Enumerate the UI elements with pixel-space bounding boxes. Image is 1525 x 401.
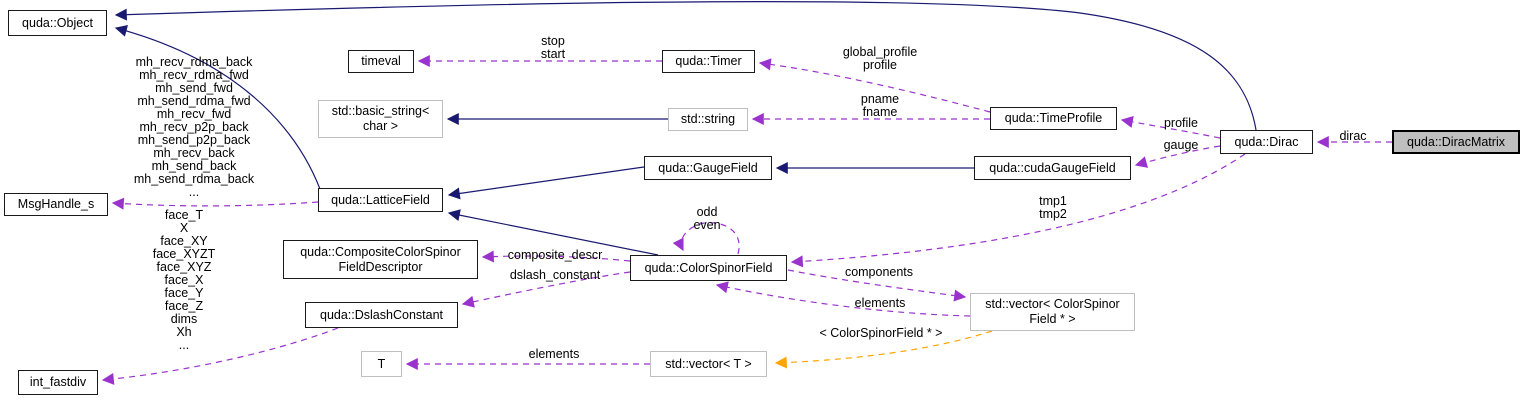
edge-label-elements-t: elements xyxy=(528,347,580,361)
edge-label-template-args: < ColorSpinorField * > xyxy=(819,326,943,340)
edge-label-dslash-constant: dslash_constant xyxy=(509,268,601,282)
edge-label-profile: profile xyxy=(1163,116,1199,130)
edge-dirac-to-timeprofile xyxy=(1120,116,1221,139)
edge-dslashconstant-to-intfastdiv xyxy=(101,327,339,385)
edge-inherit-gaugefield-to-latticefield xyxy=(447,166,645,200)
node-std-basic-string: std::basic_string< char > xyxy=(318,100,443,138)
edge-label-msghandle-members: mh_recv_rdma_back mh_recv_rdma_fwd mh_se… xyxy=(133,55,255,199)
edge-vectorcsf-to-vectort-template xyxy=(774,330,993,369)
node-quda-timer[interactable]: quda::Timer xyxy=(662,50,755,73)
node-quda-gaugefield[interactable]: quda::GaugeField xyxy=(644,156,772,180)
edge-label-composite-descr: composite_descr xyxy=(507,248,603,262)
node-std-vector-t: std::vector< T > xyxy=(650,351,767,377)
edge-label-odd-even: odd even xyxy=(693,205,721,232)
node-quda-compositecolorspinorfielddescriptor[interactable]: quda::CompositeColorSpinor FieldDescript… xyxy=(283,240,478,279)
edge-inherit-dirac-to-object xyxy=(114,0,1257,131)
node-std-vector-colorspinorfield: std::vector< ColorSpinor Field * > xyxy=(970,293,1135,331)
edge-colorspinorfield-to-vector-components xyxy=(787,269,967,302)
edge-label-dirac: dirac xyxy=(1339,129,1367,143)
edge-label-elements-vector: elements xyxy=(854,296,906,310)
edge-label-components: components xyxy=(844,265,914,279)
node-quda-diracmatrix: quda::DiracMatrix xyxy=(1392,130,1520,154)
node-int-fastdiv[interactable]: int_fastdiv xyxy=(18,370,98,395)
edge-label-tmp1-tmp2: tmp1 tmp2 xyxy=(1039,194,1067,221)
edge-inherit-colorspinorfield-to-latticefield xyxy=(447,209,659,256)
edge-dirac-to-cudagaugefield xyxy=(1134,145,1221,168)
edge-label-gauge: gauge xyxy=(1163,138,1199,152)
edge-inherit-latticefield-to-object xyxy=(114,25,321,190)
node-quda-timeprofile[interactable]: quda::TimeProfile xyxy=(990,107,1117,130)
node-t: T xyxy=(361,351,402,377)
node-quda-dslashconstant[interactable]: quda::DslashConstant xyxy=(305,302,458,328)
node-quda-cudagaugefield[interactable]: quda::cudaGaugeField xyxy=(974,156,1131,180)
edge-label-stop-start: stop start xyxy=(540,34,566,61)
edge-label-global-profile: global_profile profile xyxy=(842,45,918,72)
edge-label-fastdiv-members: face_T X face_XY face_XYZT face_XYZ face… xyxy=(152,208,216,352)
node-msghandle-s[interactable]: MsgHandle_s xyxy=(4,193,108,216)
node-timeval[interactable]: timeval xyxy=(348,50,414,73)
edge-colorspinorfield-self-loop xyxy=(672,222,740,255)
edge-dirac-to-colorspinorfield xyxy=(790,153,1246,268)
node-quda-dirac[interactable]: quda::Dirac xyxy=(1220,130,1313,154)
edge-latticefield-to-msghandle xyxy=(111,197,319,210)
node-std-string: std::string xyxy=(668,108,748,131)
node-quda-colorspinorfield[interactable]: quda::ColorSpinorField xyxy=(630,255,787,281)
edge-label-pname-fname: pname fname xyxy=(860,92,900,119)
edge-vector-to-colorspinorfield-elements xyxy=(715,281,971,317)
node-quda-latticefield[interactable]: quda::LatticeField xyxy=(318,188,443,212)
node-quda-object[interactable]: quda::Object xyxy=(8,10,107,36)
